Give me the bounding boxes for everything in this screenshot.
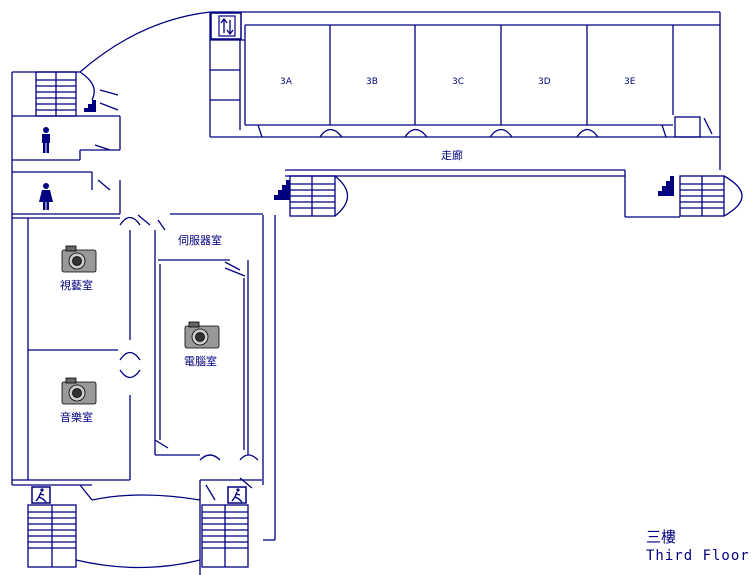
elevator-icon	[210, 12, 242, 40]
computer-room-label: 電腦室	[184, 355, 217, 368]
stairs-bottom-left	[27, 504, 77, 568]
server-room-label: 伺服器室	[178, 234, 222, 247]
lower-doors	[79, 214, 262, 575]
toilet-block	[12, 144, 121, 214]
female-toilet-icon	[39, 183, 53, 210]
stairs-bottom-right	[201, 504, 249, 568]
fire-exit-icon	[31, 486, 51, 504]
camera-icon	[184, 321, 220, 349]
outer-walls	[11, 11, 721, 569]
room-3a-label: 3A	[280, 77, 292, 87]
male-toilet-icon	[42, 127, 50, 153]
camera-icon	[61, 377, 97, 405]
camera-icon	[61, 245, 97, 273]
music-room-label: 音樂室	[60, 411, 93, 424]
room-3c-label: 3C	[452, 77, 465, 87]
room-3e-label: 3E	[624, 77, 636, 87]
classroom-walls	[210, 25, 713, 138]
stairs-icon	[80, 100, 96, 112]
room-3d-label: 3D	[538, 77, 551, 87]
stairs-icon	[658, 176, 674, 196]
floor-title-en: Third Floor	[646, 548, 750, 564]
fire-exit-icon	[227, 486, 247, 504]
visual-arts-room-label: 視藝室	[60, 279, 93, 292]
stairs-corridor-right	[679, 175, 743, 217]
stairs-icon	[274, 180, 290, 200]
room-3b-label: 3B	[366, 77, 378, 87]
floor-title-zh: 三樓	[646, 528, 677, 546]
stairs-corridor-left	[289, 175, 349, 217]
stairs-top-left	[12, 71, 121, 150]
corridor-label: 走廊	[441, 149, 463, 162]
